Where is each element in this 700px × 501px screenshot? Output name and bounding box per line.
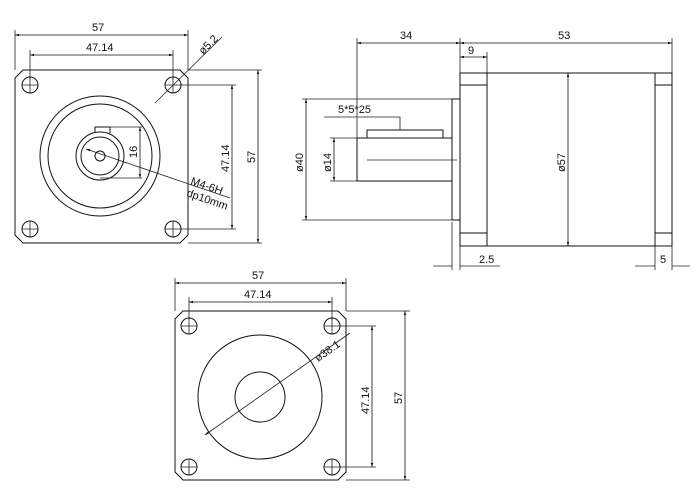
flange-thickness-label: 9 [468,45,474,57]
rear-inner-circle [234,371,286,423]
rear-height-label: 57 [393,392,405,404]
height-label: 57 [246,151,258,163]
rear-ring-label: 5 [660,254,666,266]
outer-ring [39,95,161,217]
key-spec-label: 5*5*25 [338,104,371,116]
body-diameter-label: ø57 [556,153,568,172]
hole-spacing-v-label: 47.14 [220,144,232,172]
side-view: 5*5*25 ø40 ø14 ø57 34 53 9 2.5 5 [294,30,690,270]
shaft-boss [75,131,125,181]
shaft-key [366,129,444,138]
key-height-label: 16 [128,146,140,158]
boss [451,98,460,221]
front-plate [14,69,189,244]
circle-diameter-label: ø38.1 [313,338,343,364]
boss-diameter-label: ø40 [294,153,306,172]
shaft-length-label: 34 [400,30,412,42]
width-label: 57 [92,22,104,34]
rear-circle [197,334,323,460]
hole-spacing-h-label: 47.14 [86,42,114,54]
thread-hole [94,150,106,162]
rear-plate [174,310,347,481]
key [94,126,111,133]
rear-width-label: 57 [252,270,264,282]
rear-hole-spacing-h-label: 47.14 [244,289,272,301]
hole-diameter-label: ø5.2 [197,33,221,57]
rear-view: ø38.1 57 47.14 47.14 57 [174,270,410,481]
front-view: 16 M4-6H dp10mm 57 47.14 ø5.2 47.14 57 [14,22,262,244]
body-length-label: 53 [558,30,570,42]
motor-body [459,72,673,247]
rear-hole-spacing-v-label: 47.14 [360,386,372,414]
boss-height-label: 2.5 [479,254,494,266]
rear-mounting-holes [180,317,341,476]
shaft-diameter-label: ø14 [322,153,334,172]
shaft [356,137,453,182]
